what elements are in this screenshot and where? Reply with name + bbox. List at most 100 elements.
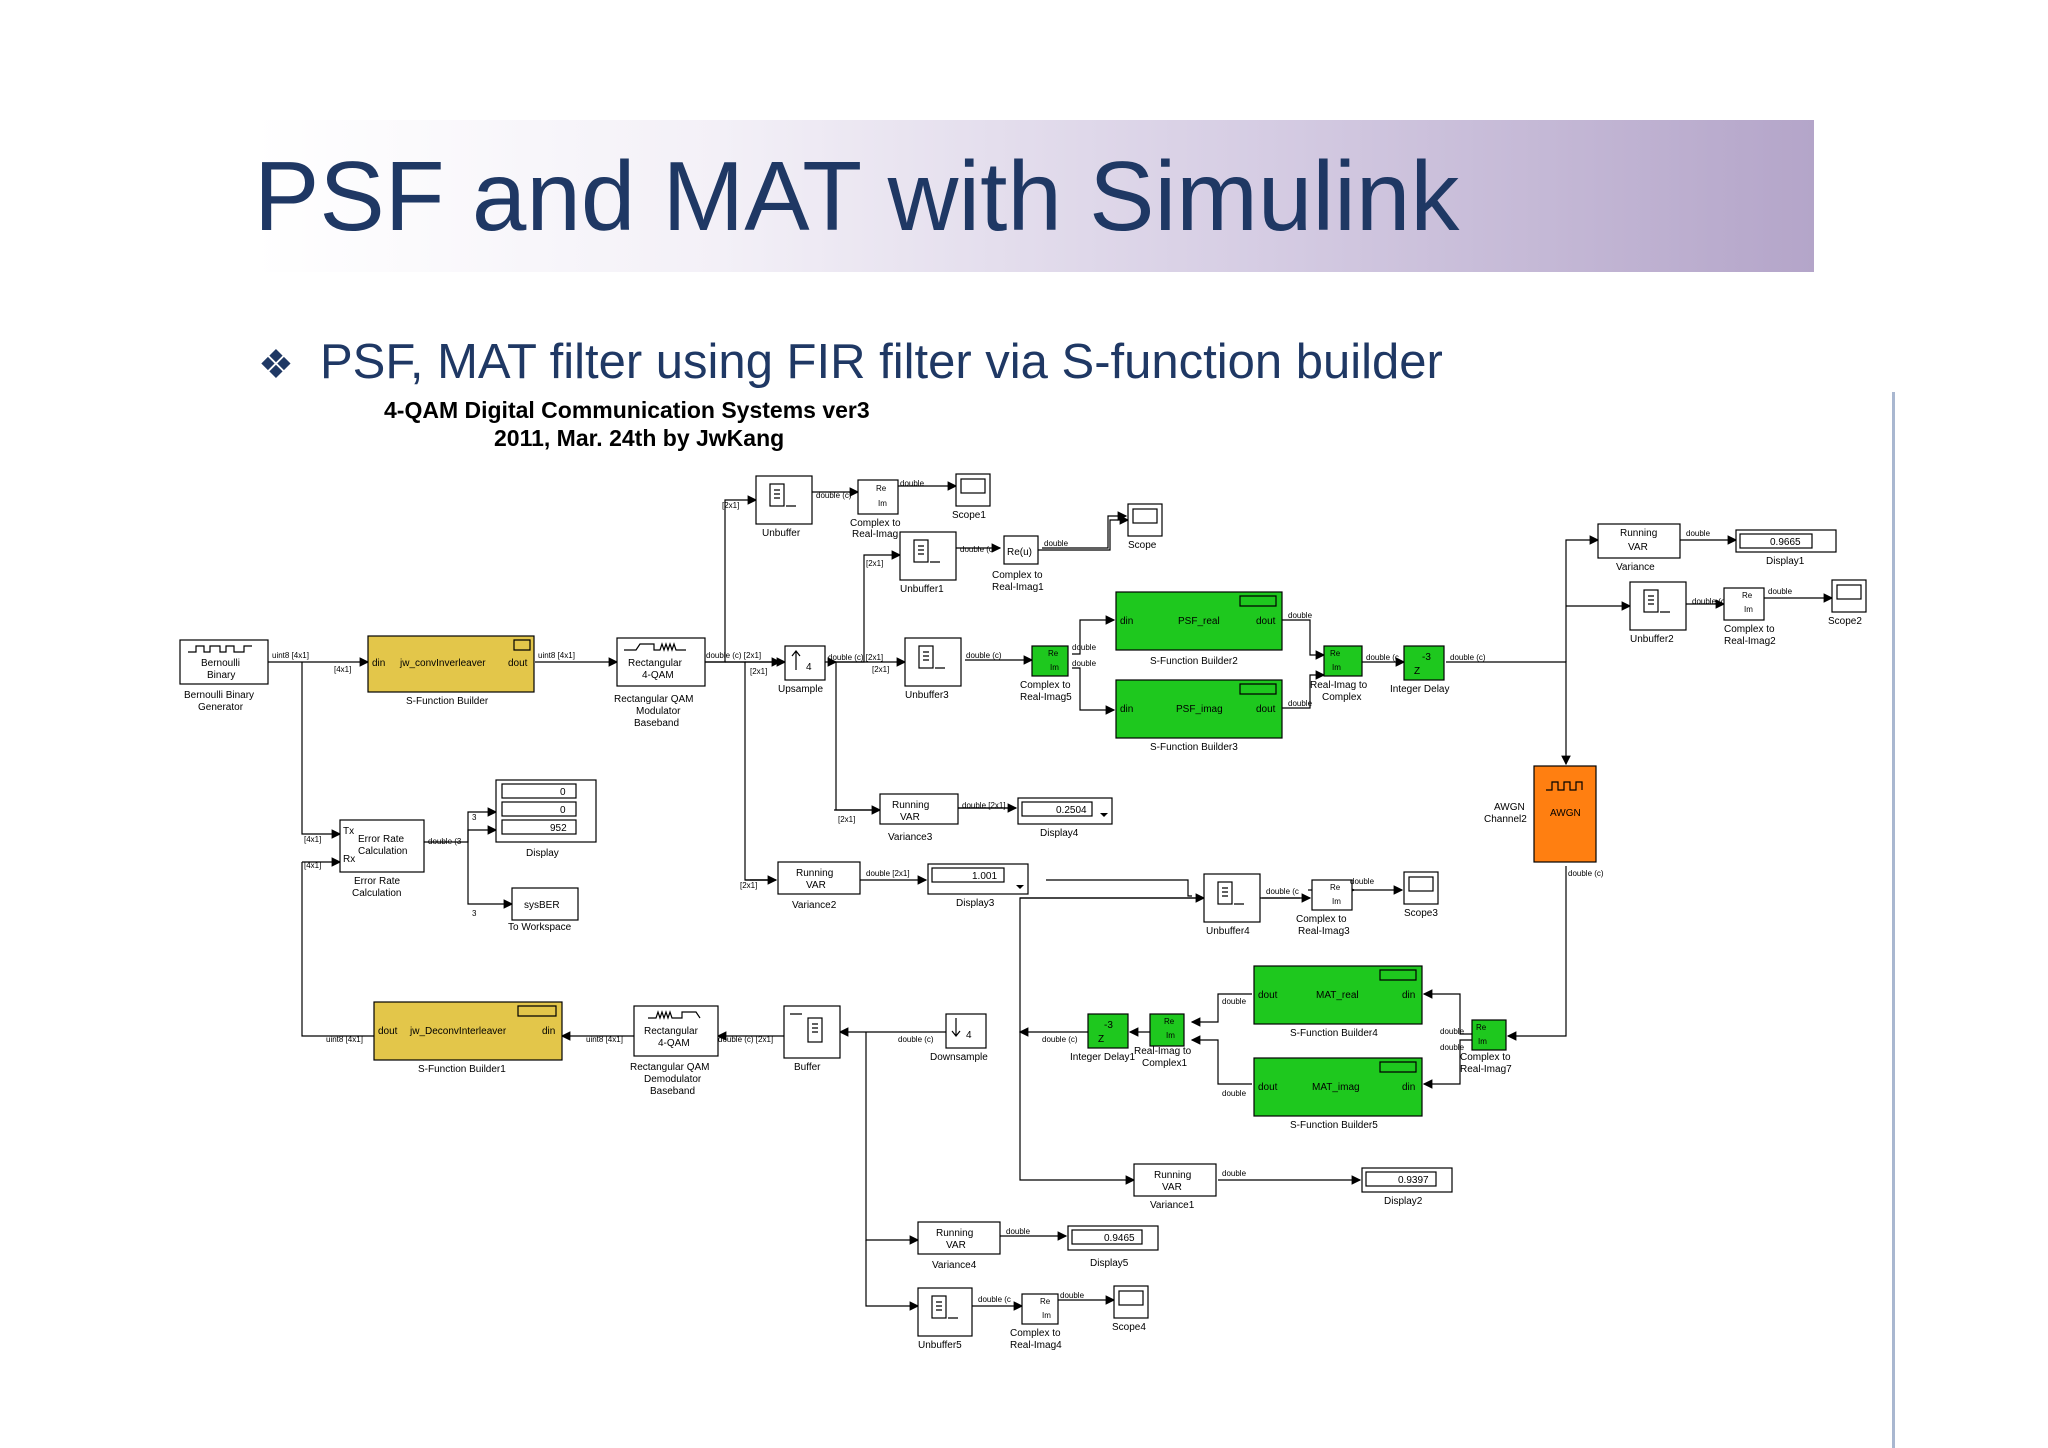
sfb4-label: S-Function Builder4 xyxy=(1290,1028,1378,1039)
s-function-builder2-block[interactable]: din PSF_real dout S-Function Builder2 xyxy=(1115,591,1283,667)
running-var3-block[interactable]: Running VAR Variance3 xyxy=(879,793,959,843)
display5-value: 0.9465 xyxy=(1104,1233,1135,1244)
display4-value: 0.2504 xyxy=(1056,805,1087,816)
sig-double-11: double xyxy=(1222,1089,1247,1098)
scope-block[interactable]: Scope xyxy=(1127,503,1163,551)
complex-to-real-imag5-block[interactable]: Re Im Complex to Real-Imag5 xyxy=(1020,645,1072,703)
scope4-block[interactable]: Scope4 xyxy=(1112,1285,1149,1333)
upsample-block[interactable]: 4 Upsample xyxy=(778,645,826,695)
running1-label: Variance1 xyxy=(1150,1200,1195,1211)
c2ri-re: Re xyxy=(876,484,887,493)
unbuffer4-block[interactable]: Unbuffer4 xyxy=(1203,873,1261,937)
c2ri4-re: Re xyxy=(1040,1297,1051,1306)
sfb-name: jw_convInverleaver xyxy=(399,658,486,669)
running-var-variance-block[interactable]: Running VAR Variance xyxy=(1597,523,1681,573)
display5-block[interactable]: 0.9465 Display5 xyxy=(1067,1225,1159,1269)
rectangular-qam-modulator-block[interactable]: Rectangular 4-QAM Rectangular QAM Modula… xyxy=(614,637,706,729)
sfb1-label: S-Function Builder1 xyxy=(418,1064,506,1075)
sfb2-name: PSF_real xyxy=(1178,616,1220,627)
sysber-inner: sysBER xyxy=(524,900,560,911)
sfb2-label: S-Function Builder2 xyxy=(1150,656,1238,667)
complex-to-real-imag1-block[interactable]: Re(u) Complex to Real-Imag1 xyxy=(992,535,1044,593)
unbuffer-block[interactable]: Unbuffer xyxy=(755,475,813,539)
intdelay-inner2: Z xyxy=(1414,666,1420,677)
awgn-channel-block[interactable]: AWGN AWGN Channel2 xyxy=(1484,765,1597,863)
scope2-block[interactable]: Scope2 xyxy=(1828,579,1867,627)
sig-double-2x1-a: double [2x1] xyxy=(962,801,1006,810)
s-function-builder3-block[interactable]: din PSF_imag dout S-Function Builder3 xyxy=(1115,679,1283,753)
downsample-label: Downsample xyxy=(930,1052,988,1063)
rqam-demod-inner2: 4-QAM xyxy=(658,1038,690,1049)
ri2c-caption1: Real-Imag to xyxy=(1310,680,1368,691)
display3-block[interactable]: 1.001 Display3 xyxy=(927,863,1029,909)
s-function-builder-block[interactable]: din jw_convInverleaver dout S-Function B… xyxy=(367,635,535,707)
s-function-builder4-block[interactable]: dout MAT_real din S-Function Builder4 xyxy=(1253,965,1423,1039)
sig-double-c-7: double (c) xyxy=(1568,869,1604,878)
complex-to-real-imag4-block[interactable]: Re Im Complex to Real-Imag4 xyxy=(1010,1293,1062,1351)
sig-dim-2x1-d: [2x1] xyxy=(872,665,889,674)
to-workspace-block[interactable]: sysBER To Workspace xyxy=(508,887,579,933)
display4-block[interactable]: 0.2504 Display4 xyxy=(1017,797,1113,839)
sig-double-c-8: double (c xyxy=(1266,887,1299,896)
intdelay1-inner1: -3 xyxy=(1104,1020,1113,1031)
display-block[interactable]: 0 0 952 Display xyxy=(495,779,597,859)
unbuffer5-label: Unbuffer5 xyxy=(918,1340,962,1351)
bernoulli-binary-generator-block[interactable]: Bernoulli Binary Bernoulli Binary Genera… xyxy=(179,639,269,713)
sig-dim-2x1-b: [2x1] xyxy=(722,501,739,510)
sfb5-label: S-Function Builder5 xyxy=(1290,1120,1378,1131)
c2ri2-im: Im xyxy=(1744,605,1753,614)
sig-dim-2x1-c: [2x1] xyxy=(866,559,883,568)
ri2c1-caption2: Complex1 xyxy=(1142,1058,1187,1069)
sfb2-port-in: din xyxy=(1120,616,1133,627)
ri2c1-im: Im xyxy=(1166,1031,1175,1040)
real-imag-to-complex1-block[interactable]: Re Im Real-Imag to Complex1 xyxy=(1134,1013,1192,1069)
unbuffer1-block[interactable]: Unbuffer1 xyxy=(899,531,957,595)
complex-to-real-imag3-block[interactable]: Re Im Complex to Real-Imag3 xyxy=(1296,879,1353,937)
running-var2-block[interactable]: Running VAR Variance2 xyxy=(777,861,861,911)
sig-dim-3: [4x1] xyxy=(304,861,321,870)
display3-label: Display3 xyxy=(956,898,995,909)
sfb5-port-in: din xyxy=(1402,1082,1415,1093)
running-var1-block[interactable]: Running VAR Variance1 xyxy=(1133,1163,1217,1211)
c2ri7-im: Im xyxy=(1478,1037,1487,1046)
scope3-block[interactable]: Scope3 xyxy=(1403,871,1439,919)
complex-to-real-imag-block[interactable]: Re Im Complex to Real-Imag xyxy=(850,479,901,540)
rqam-mod-caption1: Rectangular QAM xyxy=(614,694,693,705)
integer-delay-block[interactable]: -3 Z Integer Delay xyxy=(1390,645,1449,695)
sig-double-10: double xyxy=(1222,997,1247,1006)
display-value2: 0 xyxy=(560,805,566,816)
runvar-label: Variance xyxy=(1616,562,1655,573)
error-rate-calculation-block[interactable]: Tx Rx Error Rate Calculation Error Rate … xyxy=(339,819,425,899)
buffer-block[interactable]: Buffer xyxy=(783,1005,841,1073)
unbuffer1-label: Unbuffer1 xyxy=(900,584,944,595)
intdelay-inner1: -3 xyxy=(1422,652,1431,663)
complex-to-real-imag2-block[interactable]: Re Im Complex to Real-Imag2 xyxy=(1723,587,1776,647)
sig-dim-2: [4x1] xyxy=(304,835,321,844)
unbuffer-label: Unbuffer xyxy=(762,528,801,539)
bernoulli-inner2: Binary xyxy=(207,670,235,681)
unbuffer5-block[interactable]: Unbuffer5 xyxy=(917,1287,973,1351)
s-function-builder5-block[interactable]: dout MAT_imag din S-Function Builder5 xyxy=(1253,1057,1423,1131)
sfb3-label: S-Function Builder3 xyxy=(1150,742,1238,753)
running-var4-block[interactable]: Running VAR Variance4 xyxy=(917,1221,1001,1271)
sig-num3-a: 3 xyxy=(472,813,477,822)
display1-block[interactable]: 0.9665 Display1 xyxy=(1735,529,1837,567)
sig-dim-1: [4x1] xyxy=(334,665,351,674)
display2-block[interactable]: 0.9397 Display2 xyxy=(1361,1167,1453,1207)
ri2c-re: Re xyxy=(1330,649,1341,658)
scope1-block[interactable]: Scope1 xyxy=(952,473,991,521)
downsample-block[interactable]: 4 Downsample xyxy=(930,1013,988,1063)
s-function-builder1-block[interactable]: dout jw_DeconvInterleaver din S-Function… xyxy=(373,1001,563,1075)
real-imag-to-complex-block[interactable]: Re Im Real-Imag to Complex xyxy=(1310,645,1368,703)
sfb1-port-out: dout xyxy=(378,1026,398,1037)
complex-to-real-imag7-block[interactable]: Re Im Complex to Real-Imag7 xyxy=(1460,1019,1512,1075)
sig-double-c-12: double (c xyxy=(978,1295,1011,1304)
errrate-tx: Tx xyxy=(343,826,354,837)
integer-delay1-block[interactable]: -3 Z Integer Delay1 xyxy=(1070,1013,1135,1063)
unbuffer2-block[interactable]: Unbuffer2 xyxy=(1629,581,1687,645)
c2ri3-caption2: Real-Imag3 xyxy=(1298,926,1350,937)
rectangular-qam-demodulator-block[interactable]: Rectangular 4-QAM Rectangular QAM Demodu… xyxy=(630,1005,719,1097)
upsample-label: Upsample xyxy=(778,684,823,695)
display5-label: Display5 xyxy=(1090,1258,1129,1269)
unbuffer3-block[interactable]: Unbuffer3 xyxy=(904,637,962,701)
